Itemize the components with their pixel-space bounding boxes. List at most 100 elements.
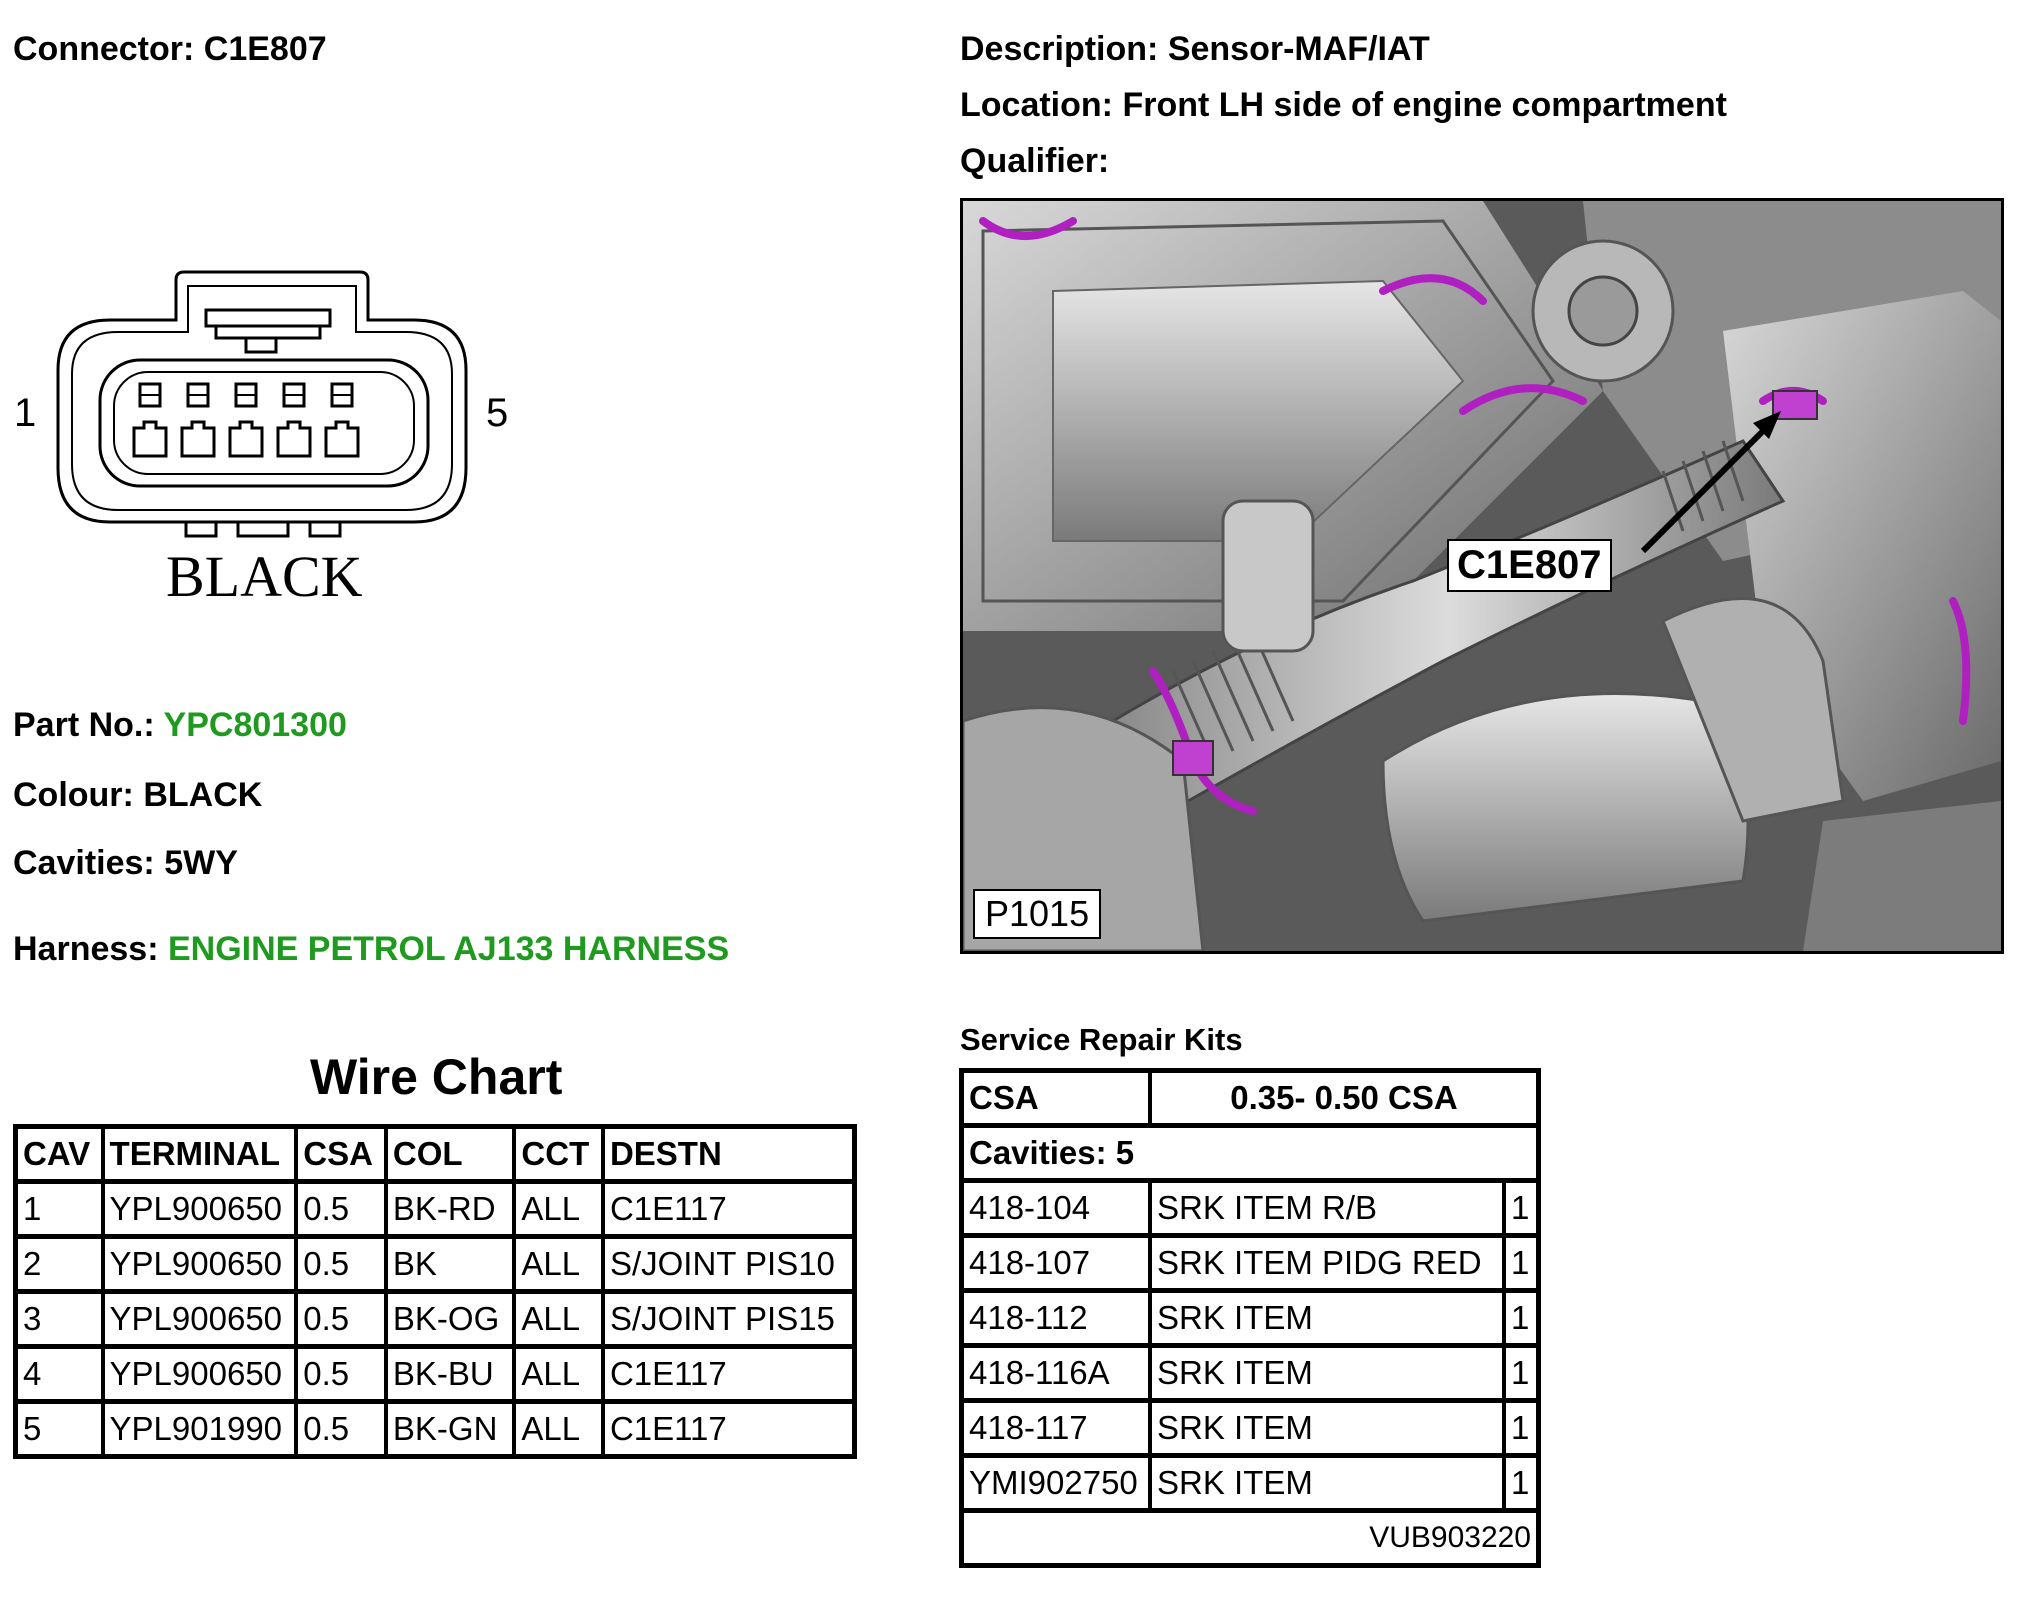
srk-kit-number: 418-117 [963, 1402, 1151, 1457]
table-cell: YPL900650 [103, 1293, 298, 1348]
nub [308, 520, 342, 538]
intake-duct [1111, 439, 1786, 824]
table-cell: ALL [515, 1403, 604, 1455]
latch [204, 308, 332, 328]
table-cell: YPL900650 [103, 1348, 298, 1403]
cavities-line: Cavities: 5WY [13, 844, 238, 882]
srk-csa-label: CSA [963, 1072, 1151, 1127]
table-cell: ALL [515, 1238, 604, 1293]
table-cell: 0.5 [297, 1348, 387, 1403]
srk-kit-description: SRK ITEM R/B [1151, 1182, 1505, 1237]
wire-chart-title: Wire Chart [310, 1049, 563, 1105]
picture-reference: P1015 [973, 889, 1102, 939]
table-cell: 0.5 [297, 1293, 387, 1348]
table-cell: C1E117 [603, 1183, 853, 1238]
cavity-1-lower [132, 420, 168, 458]
srk-kit-quantity: 1 [1505, 1237, 1537, 1292]
table-cell: BK-BU [386, 1348, 516, 1403]
part-number-line: Part No.: YPC801300 [13, 706, 347, 744]
table-cell: C1E117 [603, 1348, 853, 1403]
cavities-value: 5WY [164, 844, 238, 882]
srk-kit-quantity: 1 [1505, 1292, 1537, 1347]
table-cell: 2 [17, 1238, 104, 1293]
column-header: CSA [297, 1128, 387, 1183]
srk-kit-number: YMI902750 [963, 1457, 1151, 1512]
srk-footer-row: VUB903220 [963, 1512, 1537, 1564]
location-value: Front LH side of engine compartment [1122, 86, 1727, 124]
table-cell: C1E117 [604, 1403, 853, 1455]
connector-colour-label: BLACK [166, 544, 363, 609]
srk-kit-quantity: 1 [1505, 1402, 1537, 1457]
srk-kit-quantity: 1 [1505, 1182, 1537, 1237]
srk-kit-description: SRK ITEM PIDG RED [1151, 1237, 1505, 1292]
sensor-connector [1772, 390, 1818, 420]
srk-kit-quantity: 1 [1505, 1457, 1537, 1512]
table-cell: ALL [515, 1293, 604, 1348]
qualifier-line: Qualifier: [960, 142, 1110, 180]
table-cell: ALL [515, 1183, 604, 1238]
srk-kit-number: 418-107 [963, 1237, 1151, 1292]
column-header: TERMINAL [103, 1128, 298, 1183]
harness-line: Harness: ENGINE PETROL AJ133 HARNESS [13, 930, 730, 968]
part-number-link[interactable]: YPC801300 [163, 706, 347, 744]
description-value: Sensor-MAF/IAT [1167, 30, 1430, 68]
pin-1-label: 1 [14, 391, 36, 435]
callout-arrow [1640, 418, 1776, 554]
table-cell: 4 [17, 1348, 104, 1403]
table-cell: S/JOINT PIS10 [603, 1238, 853, 1293]
connector-id: C1E807 [203, 30, 327, 68]
location-line: Location: Front LH side of engine compar… [960, 86, 1727, 124]
connector-outline [56, 270, 468, 524]
colour-line: Colour: BLACK [13, 776, 263, 814]
cavity-2-lower [180, 420, 216, 458]
srk-cavities: Cavities: 5 [963, 1127, 1537, 1182]
column-header: CAV [17, 1128, 104, 1183]
srk-kit-quantity: 1 [1505, 1347, 1537, 1402]
connector-heading: Connector: C1E807 [13, 30, 327, 68]
srk-footer-code: VUB903220 [963, 1512, 1537, 1564]
table-cell: BK [386, 1238, 516, 1293]
table-cell: BK-GN [387, 1403, 516, 1455]
srk-kit-number: 418-112 [963, 1292, 1151, 1347]
cavity-4-lower [276, 420, 312, 458]
colour-value: BLACK [143, 776, 263, 814]
cavity-3-lower [228, 420, 264, 458]
table-cell: YPL900650 [103, 1238, 298, 1293]
description-line: Description: Sensor-MAF/IAT [960, 30, 1430, 68]
table-cell: BK-RD [386, 1183, 516, 1238]
nub [184, 520, 218, 538]
column-header: DESTN [603, 1128, 853, 1183]
picture-callout-label: C1E807 [1447, 539, 1612, 592]
table-cell: BK-OG [386, 1293, 516, 1348]
srk-cavities-row: Cavities: 5 [963, 1127, 1537, 1182]
location-picture: C1E807 P1015 [960, 198, 2004, 954]
table-cell: 1 [17, 1183, 104, 1238]
latch-tab [244, 336, 278, 354]
table-cell: YPL901990 [104, 1403, 298, 1455]
srk-kit-number: 418-104 [963, 1182, 1151, 1237]
engine-bay-illustration [963, 201, 2001, 951]
cavity-5-lower [324, 420, 360, 458]
harness-link[interactable]: ENGINE PETROL AJ133 HARNESS [167, 930, 730, 968]
table-cell: 5 [17, 1403, 104, 1455]
srk-kit-number: 418-116A [963, 1347, 1151, 1402]
cavity-frame-inner [113, 371, 415, 475]
table-cell: 0.5 [297, 1183, 387, 1238]
connector-face-diagram: 1 5 BLACK [14, 270, 508, 609]
harness-wiring [979, 217, 1971, 815]
pin-5-label: 5 [486, 391, 508, 435]
column-header: CCT [515, 1128, 604, 1183]
srk-csa-value: 0.35- 0.50 CSA [1151, 1072, 1537, 1127]
srk-title: Service Repair Kits [960, 1022, 1243, 1057]
srk-csa-row: CSA 0.35- 0.50 CSA [963, 1072, 1537, 1127]
connector-inner-outline [71, 285, 453, 511]
